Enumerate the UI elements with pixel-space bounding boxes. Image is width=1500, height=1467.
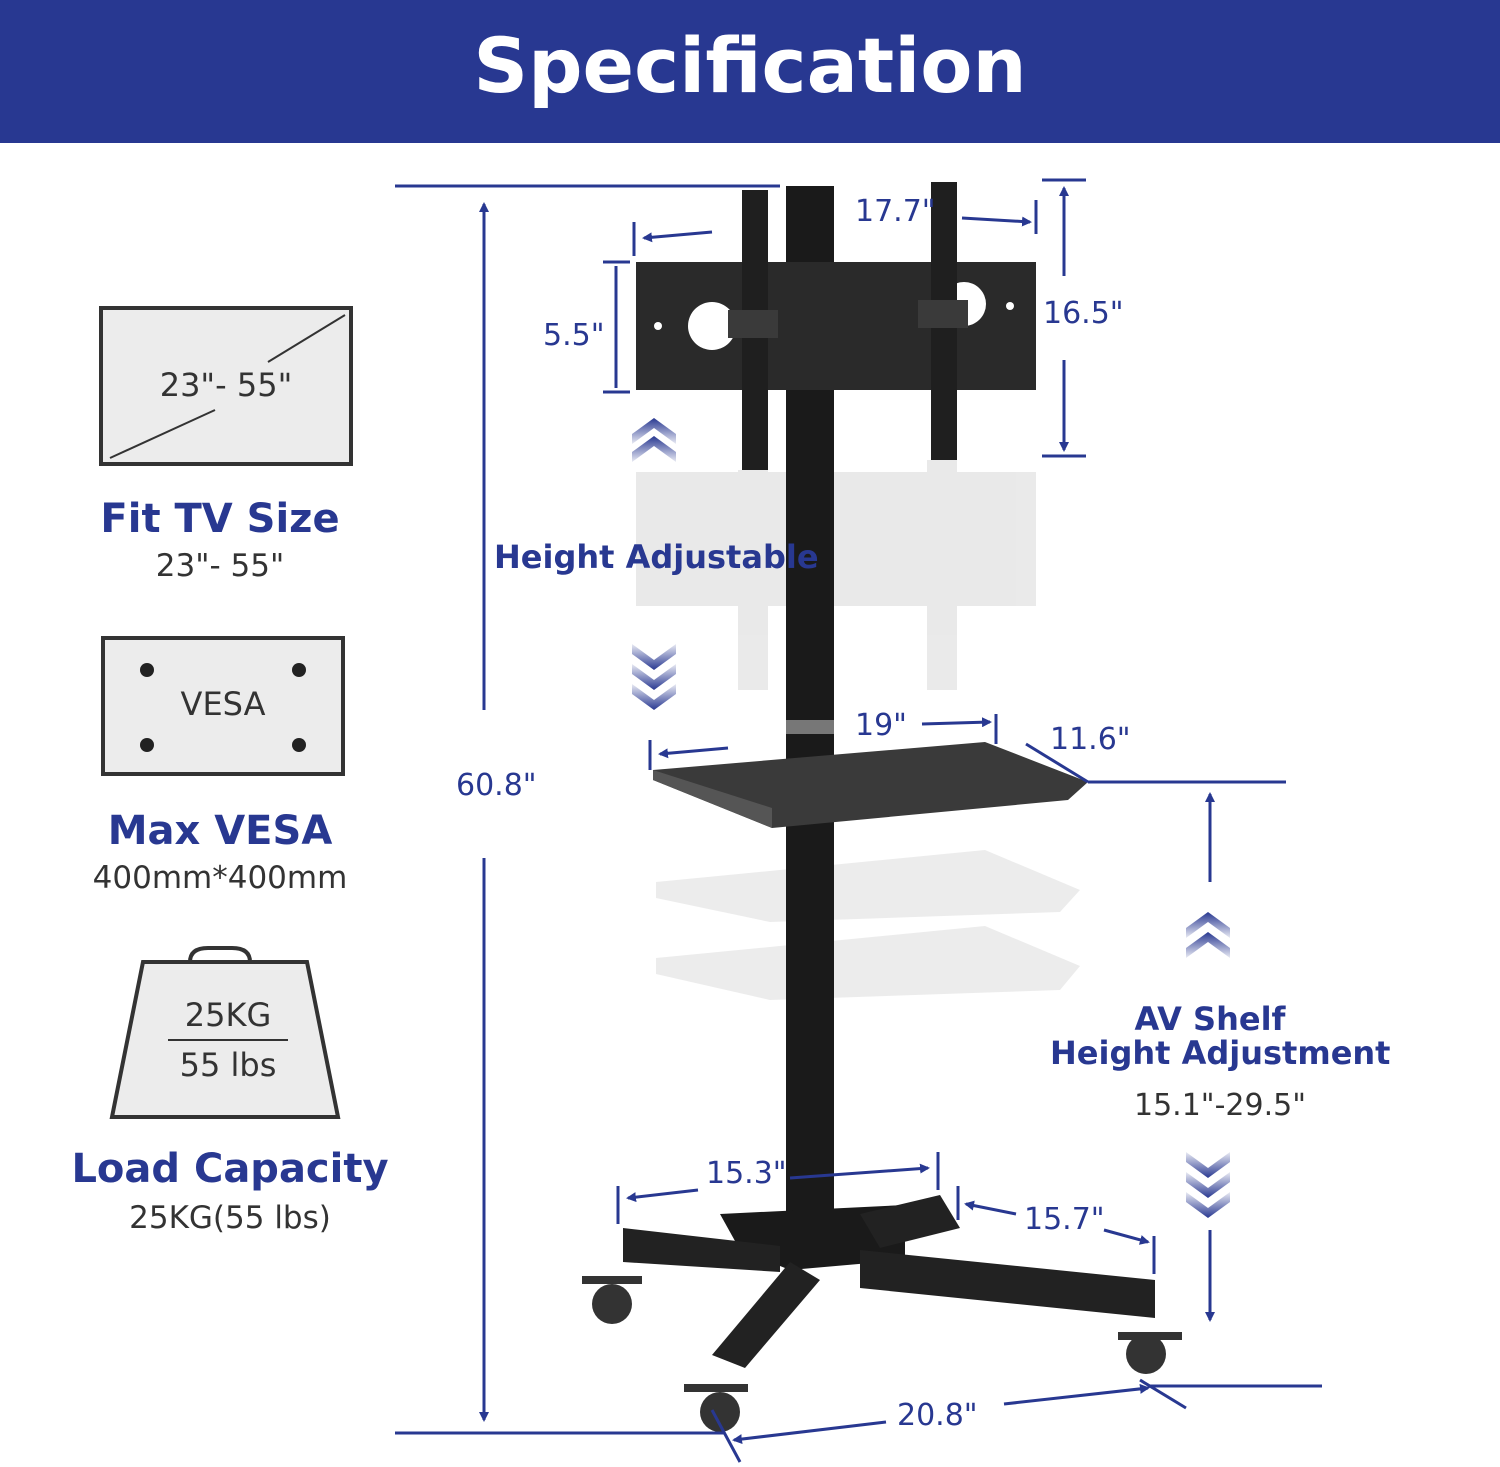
load-icon-top-label: 25KG: [184, 996, 272, 1034]
base-side-label: 15.7": [1024, 1202, 1105, 1237]
page-title: Specification: [473, 21, 1027, 110]
tv-size-heading: Fit TV Size: [100, 496, 340, 542]
tv-size-icon-label: 23"- 55": [159, 366, 293, 404]
total-height-label: 60.8": [456, 768, 537, 803]
shelf-depth-label: 11.6": [1050, 722, 1131, 757]
base-front-label: 15.3": [706, 1156, 787, 1191]
vesa-icon: [101, 636, 345, 776]
height-up-chevrons: [632, 418, 676, 462]
shelf-width-label: 19": [855, 708, 907, 743]
base-width-label: 20.8": [897, 1398, 978, 1433]
header-banner: [0, 0, 1500, 143]
bracket-gap-label: 5.5": [543, 318, 605, 353]
vesa-value: 400mm*400mm: [92, 860, 348, 896]
ghost-mount: [636, 460, 1036, 690]
mount-height-label: 16.5": [1043, 296, 1124, 331]
vesa-icon-label: VESA: [180, 685, 266, 723]
shelf-note-line1: AV Shelf: [1134, 1000, 1286, 1038]
height-down-chevrons: [632, 644, 676, 710]
shelf-note-line2: Height Adjustment: [1050, 1034, 1391, 1072]
height-adjustable-note: Height Adjustable: [494, 538, 819, 576]
shelf-range-label: 15.1"-29.5": [1133, 1088, 1307, 1123]
tv-size-value: 23"- 55": [155, 548, 285, 584]
tv-size-icon: [99, 306, 353, 466]
av-shelf: [653, 742, 1088, 828]
dimension-lines: [395, 178, 1322, 1463]
shelf-up-chevrons: [1186, 912, 1230, 958]
stand-base: [582, 1195, 1182, 1432]
load-heading: Load Capacity: [71, 1146, 389, 1192]
mount-width-label: 17.7": [855, 194, 936, 229]
shelf-down-chevrons: [1186, 1152, 1230, 1218]
vesa-heading: Max VESA: [107, 808, 333, 854]
ghost-shelves: [656, 850, 1080, 1000]
load-icon-bottom-label: 55 lbs: [179, 1046, 277, 1084]
load-value: 25KG(55 lbs): [129, 1200, 331, 1236]
weight-icon: [109, 946, 341, 1119]
tv-mount-plate: [636, 182, 1036, 470]
